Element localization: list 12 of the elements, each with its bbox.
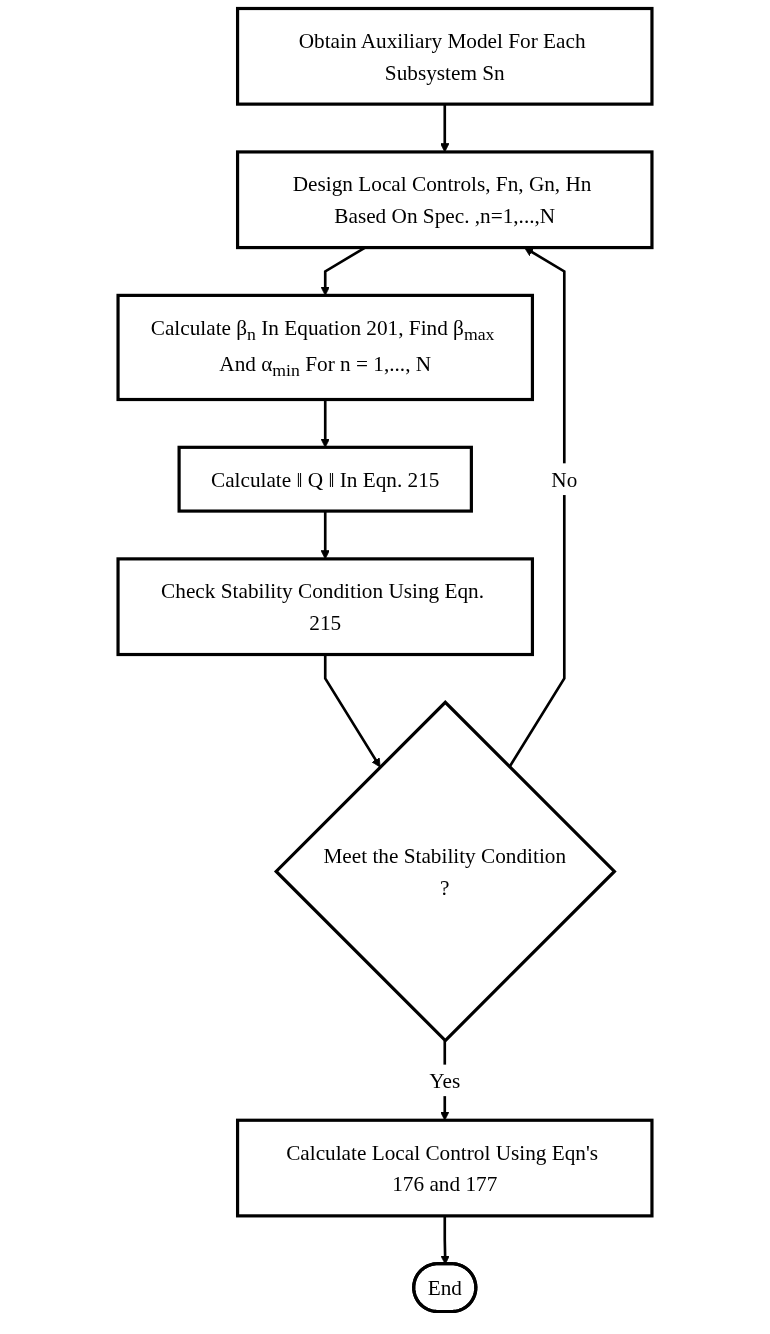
edge-label: Yes: [429, 1068, 461, 1093]
arrow: [323, 654, 381, 768]
node-diamond: Meet the Stability Condition ?: [273, 700, 617, 1043]
arrow: [508, 247, 566, 768]
node-box: Calculate Local Control Using Eqn's 176 and 177: [236, 1118, 654, 1218]
arrow: [320, 399, 330, 448]
node-box: Calculate ‖ Q ‖ In Eqn. 215: [177, 445, 473, 513]
node-box: Obtain Auxiliary Model For Each Subsystem Sn: [236, 6, 654, 106]
node-box: Check Stability Condition Using Eqn. 215: [116, 557, 534, 657]
node-box: Design Local Controls, Fn, Gn, Hn Based On Spec. ,n=1,...,N: [236, 150, 654, 250]
edge-label: No: [551, 467, 578, 491]
node-box: Calculate β$_{n}$ In Equation 201, Find β$_{max}$ And α$_{min}$ For n = 1,..., N: [116, 293, 534, 402]
